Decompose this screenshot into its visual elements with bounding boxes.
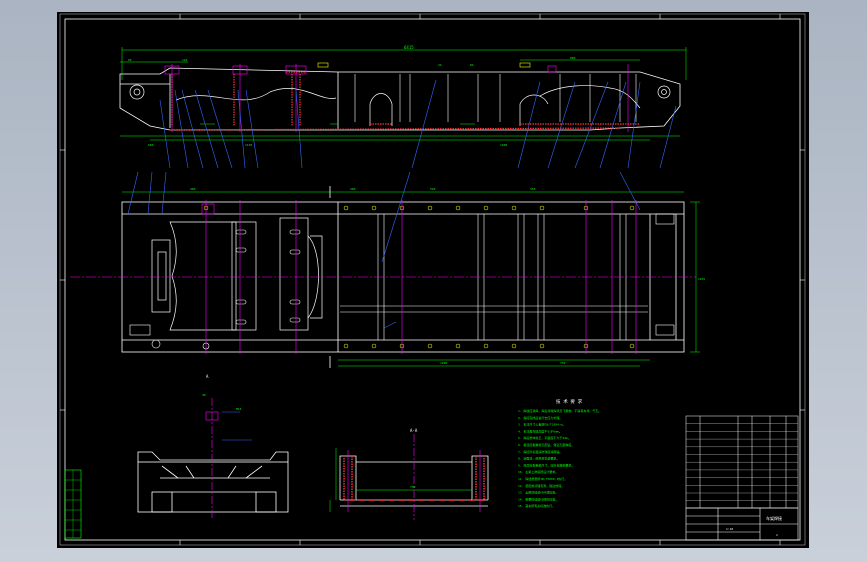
title-block-sheet: 1 (776, 533, 778, 537)
overall-length-dim: 6415 (404, 45, 414, 50)
svg-text:M16: M16 (236, 407, 242, 411)
side-elevation-view: 6415 (119, 45, 687, 169)
svg-text:34: 34 (438, 63, 442, 67)
svg-text:1150: 1150 (245, 143, 252, 147)
title-block: 车架焊接 1:10 1 (685, 507, 799, 541)
svg-text:200: 200 (350, 187, 356, 191)
revision-block (64, 469, 82, 539)
svg-text:1200: 1200 (440, 361, 447, 365)
svg-text:1200: 1200 (500, 143, 507, 147)
tech-note-line: 7. 焊接件表面涂防锈底漆两遍。 (518, 449, 562, 454)
svg-text:1015: 1015 (698, 277, 705, 281)
svg-text:730: 730 (410, 485, 416, 489)
svg-text:65: 65 (128, 58, 132, 62)
tech-note-line: 3. 未注尺寸公差按GB/T1804-m。 (518, 422, 565, 427)
tech-note-line: 5. 焊后整体校正，平面度不大于2mm。 (518, 435, 571, 440)
end-view: 3D M16 A (137, 374, 289, 520)
svg-text:750: 750 (560, 361, 566, 365)
section-label: A (206, 374, 209, 379)
tech-note-line: 15. 其余按有关标准执行。 (518, 503, 555, 508)
svg-text:3D: 3D (202, 393, 206, 397)
tech-note-line: 11. 焊缝质量按JB/T5000.3执行。 (518, 476, 567, 481)
tech-note-line: 6. 各连接板螺栓孔配钻，保证孔距精度。 (518, 442, 574, 447)
svg-text:350: 350 (530, 187, 536, 191)
tech-note-line: 10. 主梁上拱度按设计要求。 (518, 469, 558, 474)
svg-text:800: 800 (570, 56, 576, 60)
svg-text:126: 126 (182, 58, 188, 62)
frame-ticks (60, 14, 805, 545)
technical-notes: 技 术 要 求 1. 焊缝应满焊，焊后清除焊渣及飞溅物，不得有夹渣、气孔。 2. … (518, 398, 601, 508)
svg-text:84: 84 (470, 63, 474, 67)
title-block-scale: 1:10 (726, 527, 733, 531)
title-block-name: 车架焊接 (766, 515, 782, 521)
tech-note-line: 9. 焊后检查各部尺寸，应符合图纸要求。 (518, 462, 574, 467)
section-view: A-A 730 (329, 428, 489, 520)
tech-note-line: 8. 涂面漆，颜色按总装要求。 (518, 456, 559, 461)
tech-note-line: 2. 焊接完成后进行去应力处理。 (518, 415, 562, 420)
svg-text:A-A: A-A (410, 428, 418, 433)
svg-text:600: 600 (148, 143, 154, 147)
svg-text:400: 400 (190, 187, 196, 191)
plan-view: 400 200 520 350 1200 750 1015 (70, 171, 705, 368)
tech-note-line: 14. 重要焊缝进行探伤检验。 (518, 496, 558, 501)
tech-note-line: 13. 全部焊缝进行外观检验。 (518, 490, 558, 495)
tech-note-line: 4. 未注角焊缝高度不小于6mm。 (518, 428, 562, 433)
tech-notes-title: 技 术 要 求 (556, 398, 583, 405)
tech-note-line: 1. 焊缝应满焊，焊后清除焊渣及飞溅物，不得有夹渣、气孔。 (518, 408, 601, 413)
drawing-frame (59, 13, 806, 546)
tech-note-line: 12. 装配前清理毛刺、锐边倒钝。 (518, 483, 564, 488)
svg-text:520: 520 (430, 187, 436, 191)
